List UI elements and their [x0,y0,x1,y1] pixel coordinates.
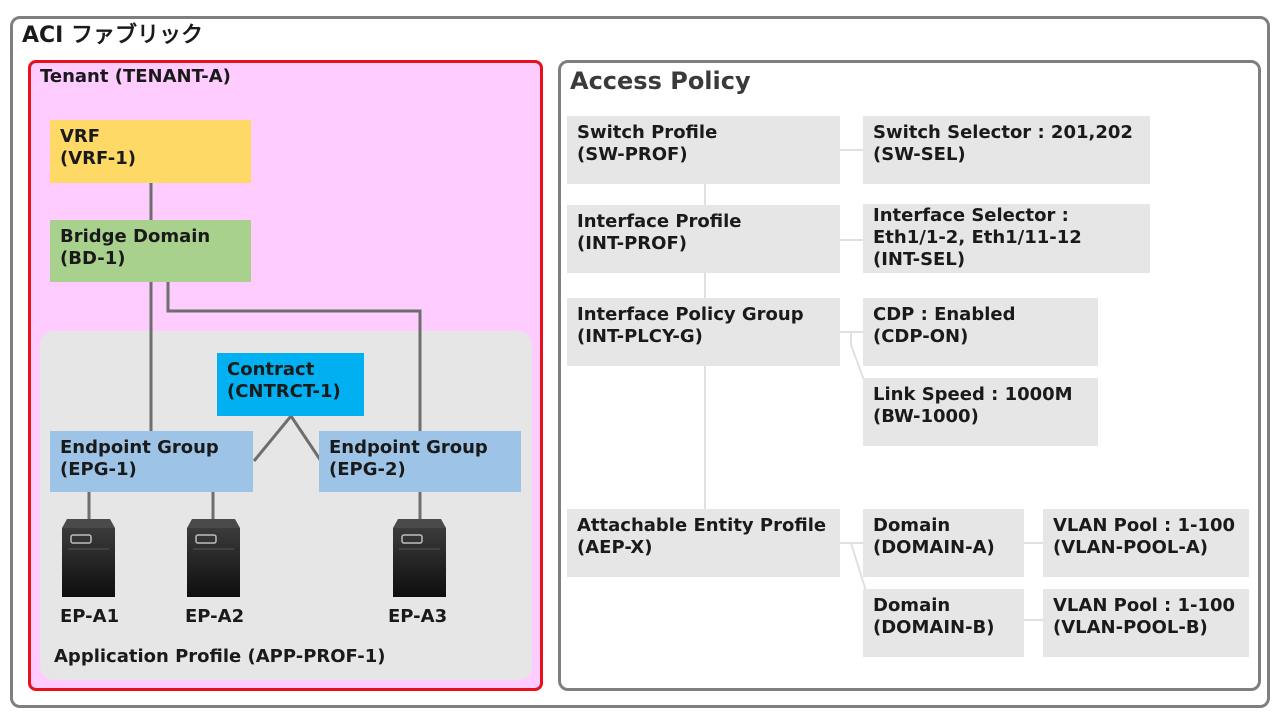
application-profile-label: Application Profile (APP-PROF-1) [54,646,386,667]
endpoint-label-ep-a3: EP-A3 [388,606,448,627]
switch-profile-box: Switch Profile (SW-PROF) [567,116,840,184]
epg1-box: Endpoint Group (EPG-1) [50,431,253,492]
epg2-box: Endpoint Group (EPG-2) [319,431,521,492]
server-icon [187,519,240,597]
endpoint-label-ep-a2: EP-A2 [185,606,245,627]
contract-line [252,413,323,462]
vlan-pool-a-box: VLAN Pool : 1-100 (VLAN-POOL-A) [1043,509,1249,577]
domain-b-box: Domain (DOMAIN-B) [863,589,1024,657]
aep-box: Attachable Entity Profile (AEP-X) [567,509,840,577]
switch-selector-box: Switch Selector : 201,202 (SW-SEL) [863,116,1150,184]
bridge-domain-box: Bridge Domain (BD-1) [50,220,251,282]
endpoint-label-ep-a1: EP-A1 [60,606,120,627]
server-icon [62,519,115,597]
interface-selector-box: Interface Selector : Eth1/1-2, Eth1/11-1… [863,204,1150,273]
server-icon [393,519,446,597]
contract-box: Contract (CNTRCT-1) [217,353,364,416]
fabric-title: ACI ファブリック [22,23,204,48]
interface-profile-box: Interface Profile (INT-PROF) [567,205,840,273]
interface-policy-group-box: Interface Policy Group (INT-PLCY-G) [567,298,840,366]
domain-a-box: Domain (DOMAIN-A) [863,509,1024,577]
vlan-pool-b-box: VLAN Pool : 1-100 (VLAN-POOL-B) [1043,589,1249,657]
vrf-box: VRF (VRF-1) [50,120,251,183]
access-policy-title: Access Policy [570,67,751,95]
cdp-policy-box: CDP : Enabled (CDP-ON) [863,298,1098,366]
bd-epg2-line [166,282,422,431]
link-speed-policy-box: Link Speed : 1000M (BW-1000) [863,378,1098,446]
tenant-title: Tenant (TENANT-A) [40,66,231,87]
